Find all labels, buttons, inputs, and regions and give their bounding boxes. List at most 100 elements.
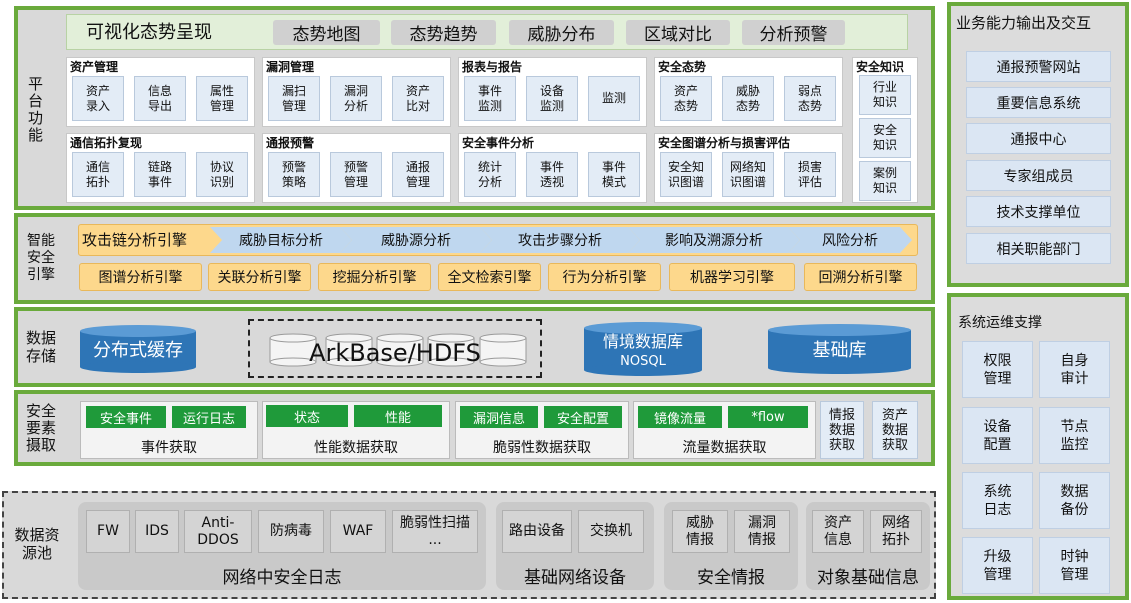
btn-security-event[interactable]: 安全事件 — [86, 406, 166, 428]
tile-threat-posture[interactable]: 威胁 态势 — [722, 76, 774, 121]
tile-info-export[interactable]: 信息 导出 — [134, 76, 186, 121]
context-db-label[interactable]: 情境数据库 — [602, 332, 683, 351]
hdfs-cluster — [248, 319, 542, 378]
btn-flow[interactable]: *flow — [728, 406, 808, 428]
chain-threat-target[interactable]: 威胁目标分析 — [210, 227, 352, 253]
group-title: 报表与报告 — [462, 60, 523, 74]
ops-clock[interactable]: 时钟 管理 — [1039, 537, 1110, 594]
ops-permission[interactable]: 权限 管理 — [962, 341, 1033, 398]
tile-protocol-id[interactable]: 协议 识别 — [196, 152, 248, 197]
tile-case-knowledge[interactable]: 案例 知识 — [859, 161, 911, 201]
ops-upgrade[interactable]: 升级 管理 — [962, 537, 1033, 594]
header-situation-trend[interactable]: 态势趋势 — [391, 20, 496, 45]
header-analysis-warning[interactable]: 分析预警 — [742, 20, 845, 45]
engine-fulltext[interactable]: 全文检索引擎 — [438, 263, 541, 291]
base-db-label[interactable]: 基础库 — [812, 340, 867, 361]
tile-waf[interactable]: WAF — [330, 510, 386, 553]
tile-attr-mgmt[interactable]: 属性 管理 — [196, 76, 248, 121]
tile-intel-data-acquire[interactable]: 情报 数据 获取 — [820, 401, 864, 459]
biz-notify-center[interactable]: 通报中心 — [966, 123, 1111, 154]
tile-antivirus[interactable]: 防病毒 — [258, 510, 324, 553]
header-region-compare[interactable]: 区域对比 — [626, 20, 730, 45]
tile-switch[interactable]: 交换机 — [578, 510, 644, 553]
tile-asset-entry[interactable]: 资产 录入 — [72, 76, 124, 121]
caption-perf-acquire: 性能数据获取 — [314, 440, 398, 456]
ops-data-backup[interactable]: 数据 备份 — [1039, 472, 1110, 529]
tile-sec-knowledge-graph[interactable]: 安全知 识图谱 — [660, 152, 712, 197]
engine-correlation[interactable]: 关联分析引擎 — [208, 263, 311, 291]
btn-performance[interactable]: 性能 — [354, 405, 442, 427]
hdfs-cylinders-icon — [269, 333, 527, 367]
engine-backtrack[interactable]: 回溯分析引擎 — [804, 263, 917, 291]
group-title: 安全态势 — [658, 60, 707, 74]
tile-vuln-scan[interactable]: 脆弱性扫描 ... — [392, 510, 478, 553]
biz-tech-support[interactable]: 技术支撑单位 — [966, 196, 1111, 227]
context-db-icon — [584, 322, 702, 376]
ops-node-monitor[interactable]: 节点 监控 — [1039, 407, 1110, 464]
engine-ml[interactable]: 机器学习引擎 — [669, 263, 795, 291]
btn-vuln-info[interactable]: 漏洞信息 — [460, 406, 538, 428]
engine-graph[interactable]: 图谱分析引擎 — [79, 263, 202, 291]
cache-db-label[interactable]: 分布式缓存 — [93, 340, 183, 361]
tile-net-topology[interactable]: 网络 拓扑 — [870, 510, 922, 553]
btn-mirror-traffic[interactable]: 镜像流量 — [638, 406, 722, 428]
tile-vuln-analysis[interactable]: 漏洞 分析 — [330, 76, 382, 121]
caption-event-acquire: 事件获取 — [141, 440, 197, 456]
header-title: 可视化态势呈现 — [86, 22, 212, 43]
btn-run-log[interactable]: 运行日志 — [172, 406, 246, 428]
tile-net-knowledge-graph[interactable]: 网络知 识图谱 — [722, 152, 774, 197]
engine-mining[interactable]: 挖掘分析引擎 — [318, 263, 431, 291]
caption-traffic-acquire: 流量数据获取 — [682, 440, 767, 456]
ops-system-log[interactable]: 系统 日志 — [962, 472, 1033, 529]
tile-damage-eval[interactable]: 损害 评估 — [784, 152, 836, 197]
engine-behavior[interactable]: 行为分析引擎 — [548, 263, 661, 291]
tile-scan-mgmt[interactable]: 漏扫 管理 — [268, 76, 320, 121]
tile-asset-info[interactable]: 资产 信息 — [812, 510, 864, 553]
tile-anti-ddos[interactable]: Anti- DDOS — [184, 510, 252, 553]
tile-asset-compare[interactable]: 资产 比对 — [392, 76, 444, 121]
tile-monitor[interactable]: 监测 — [588, 76, 640, 121]
tile-ids[interactable]: IDS — [135, 510, 179, 553]
btn-security-config[interactable]: 安全配置 — [544, 406, 622, 428]
biz-expert-group[interactable]: 专家组成员 — [966, 160, 1111, 191]
tile-industry-knowledge[interactable]: 行业 知识 — [859, 75, 911, 115]
tile-link-event[interactable]: 链路 事件 — [134, 152, 186, 197]
ops-device-config[interactable]: 设备 配置 — [962, 407, 1033, 464]
tile-fw[interactable]: FW — [86, 510, 130, 553]
group-title: 漏洞管理 — [266, 60, 315, 74]
tile-comm-topology[interactable]: 通信 拓扑 — [72, 152, 124, 197]
tile-asset-posture[interactable]: 资产 态势 — [660, 76, 712, 121]
header-situation-map[interactable]: 态势地图 — [273, 20, 380, 45]
tile-notify-mgmt[interactable]: 通报 管理 — [392, 152, 444, 197]
biz-important-systems[interactable]: 重要信息系统 — [966, 87, 1111, 118]
ops-self-audit[interactable]: 自身 审计 — [1039, 341, 1110, 398]
tile-device-monitor[interactable]: 设备 监测 — [526, 76, 578, 121]
context-db-sub: NOSQL — [620, 354, 666, 369]
group-title: 通报预警 — [266, 136, 315, 150]
tile-weakness-posture[interactable]: 弱点 态势 — [784, 76, 836, 121]
tile-warning-mgmt[interactable]: 预警 管理 — [330, 152, 382, 197]
tile-event-pattern[interactable]: 事件 模式 — [588, 152, 640, 197]
tile-asset-data-acquire[interactable]: 资产 数据 获取 — [872, 401, 918, 459]
tile-warning-policy[interactable]: 预警 策略 — [268, 152, 320, 197]
tile-event-pivot[interactable]: 事件 透视 — [526, 152, 578, 197]
chain-attack-steps[interactable]: 攻击步骤分析 — [480, 227, 640, 253]
caption-security-intel: 安全情报 — [697, 568, 765, 588]
attack-chain-title: 攻击链分析引擎 — [82, 231, 188, 249]
tile-stat-analysis[interactable]: 统计 分析 — [464, 152, 516, 197]
hdfs-label[interactable]: ArkBase/HDFS — [309, 339, 481, 367]
chain-risk-analysis[interactable]: 风险分析 — [788, 227, 912, 253]
tile-event-monitor[interactable]: 事件 监测 — [464, 76, 516, 121]
chain-threat-source[interactable]: 威胁源分析 — [340, 227, 492, 253]
tile-threat-intel[interactable]: 威胁 情报 — [672, 510, 728, 553]
header-threat-dist[interactable]: 威胁分布 — [509, 20, 614, 45]
ops-title: 系统运维支撑 — [958, 315, 1042, 331]
tile-vuln-intel[interactable]: 漏洞 情报 — [734, 510, 790, 553]
storage-label: 数据存储 — [25, 329, 56, 365]
biz-related-depts[interactable]: 相关职能部门 — [966, 233, 1111, 264]
biz-warning-site[interactable]: 通报预警网站 — [966, 51, 1111, 82]
chain-impact-trace[interactable]: 影响及溯源分析 — [628, 227, 800, 253]
tile-router[interactable]: 路由设备 — [502, 510, 572, 553]
btn-status[interactable]: 状态 — [266, 405, 348, 427]
tile-security-knowledge[interactable]: 安全 知识 — [859, 118, 911, 158]
